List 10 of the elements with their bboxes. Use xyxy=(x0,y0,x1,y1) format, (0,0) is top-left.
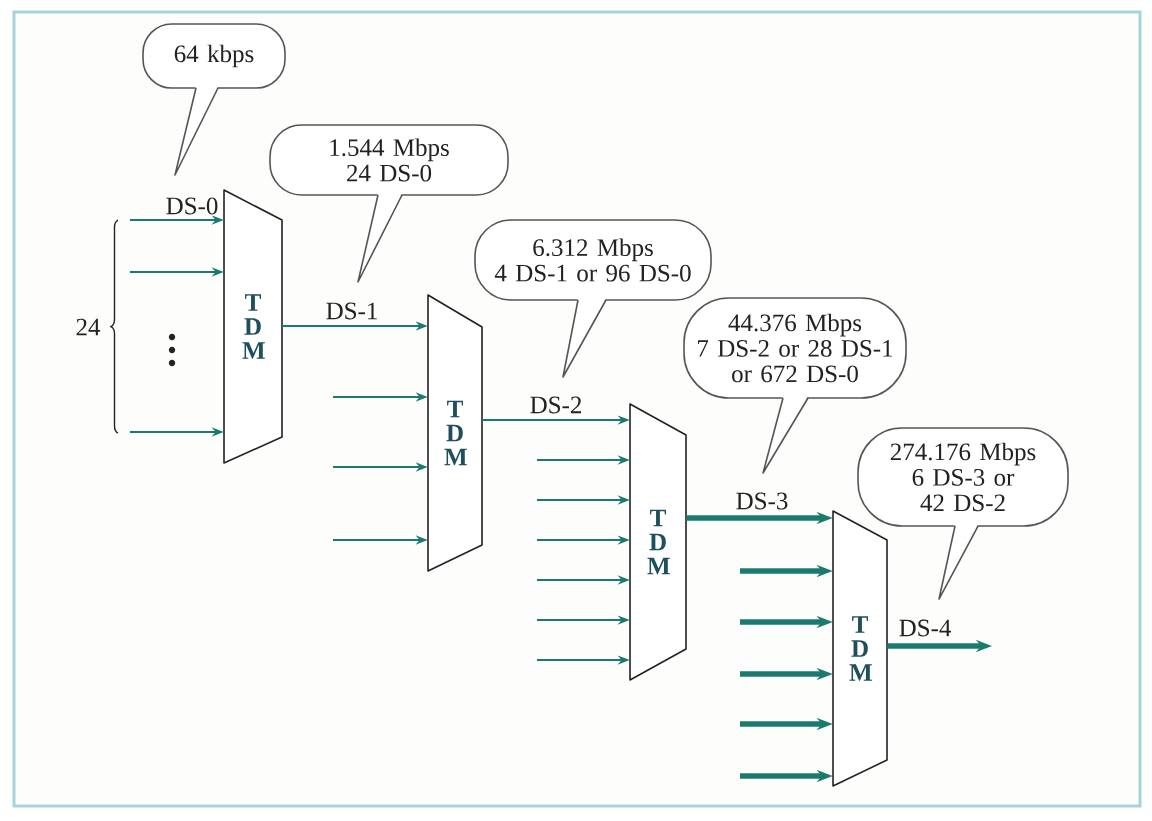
edge-label: DS-2 xyxy=(528,395,584,415)
multiplexer-trapezoid: T D M xyxy=(427,294,483,572)
edge-label: DS-3 xyxy=(734,491,790,511)
speech-bubble: 274.176 Mbps 6 DS-3 or 42 DS-2 xyxy=(857,427,1069,600)
edge-label: DS-4 xyxy=(897,618,953,638)
multiplexer-trapezoid: T D M xyxy=(832,510,888,787)
speech-bubble: 64 kbps xyxy=(142,23,286,176)
edge-label: DS-1 xyxy=(324,301,380,321)
count-label: 24 xyxy=(76,318,101,336)
edge-label: DS-0 xyxy=(164,196,220,216)
